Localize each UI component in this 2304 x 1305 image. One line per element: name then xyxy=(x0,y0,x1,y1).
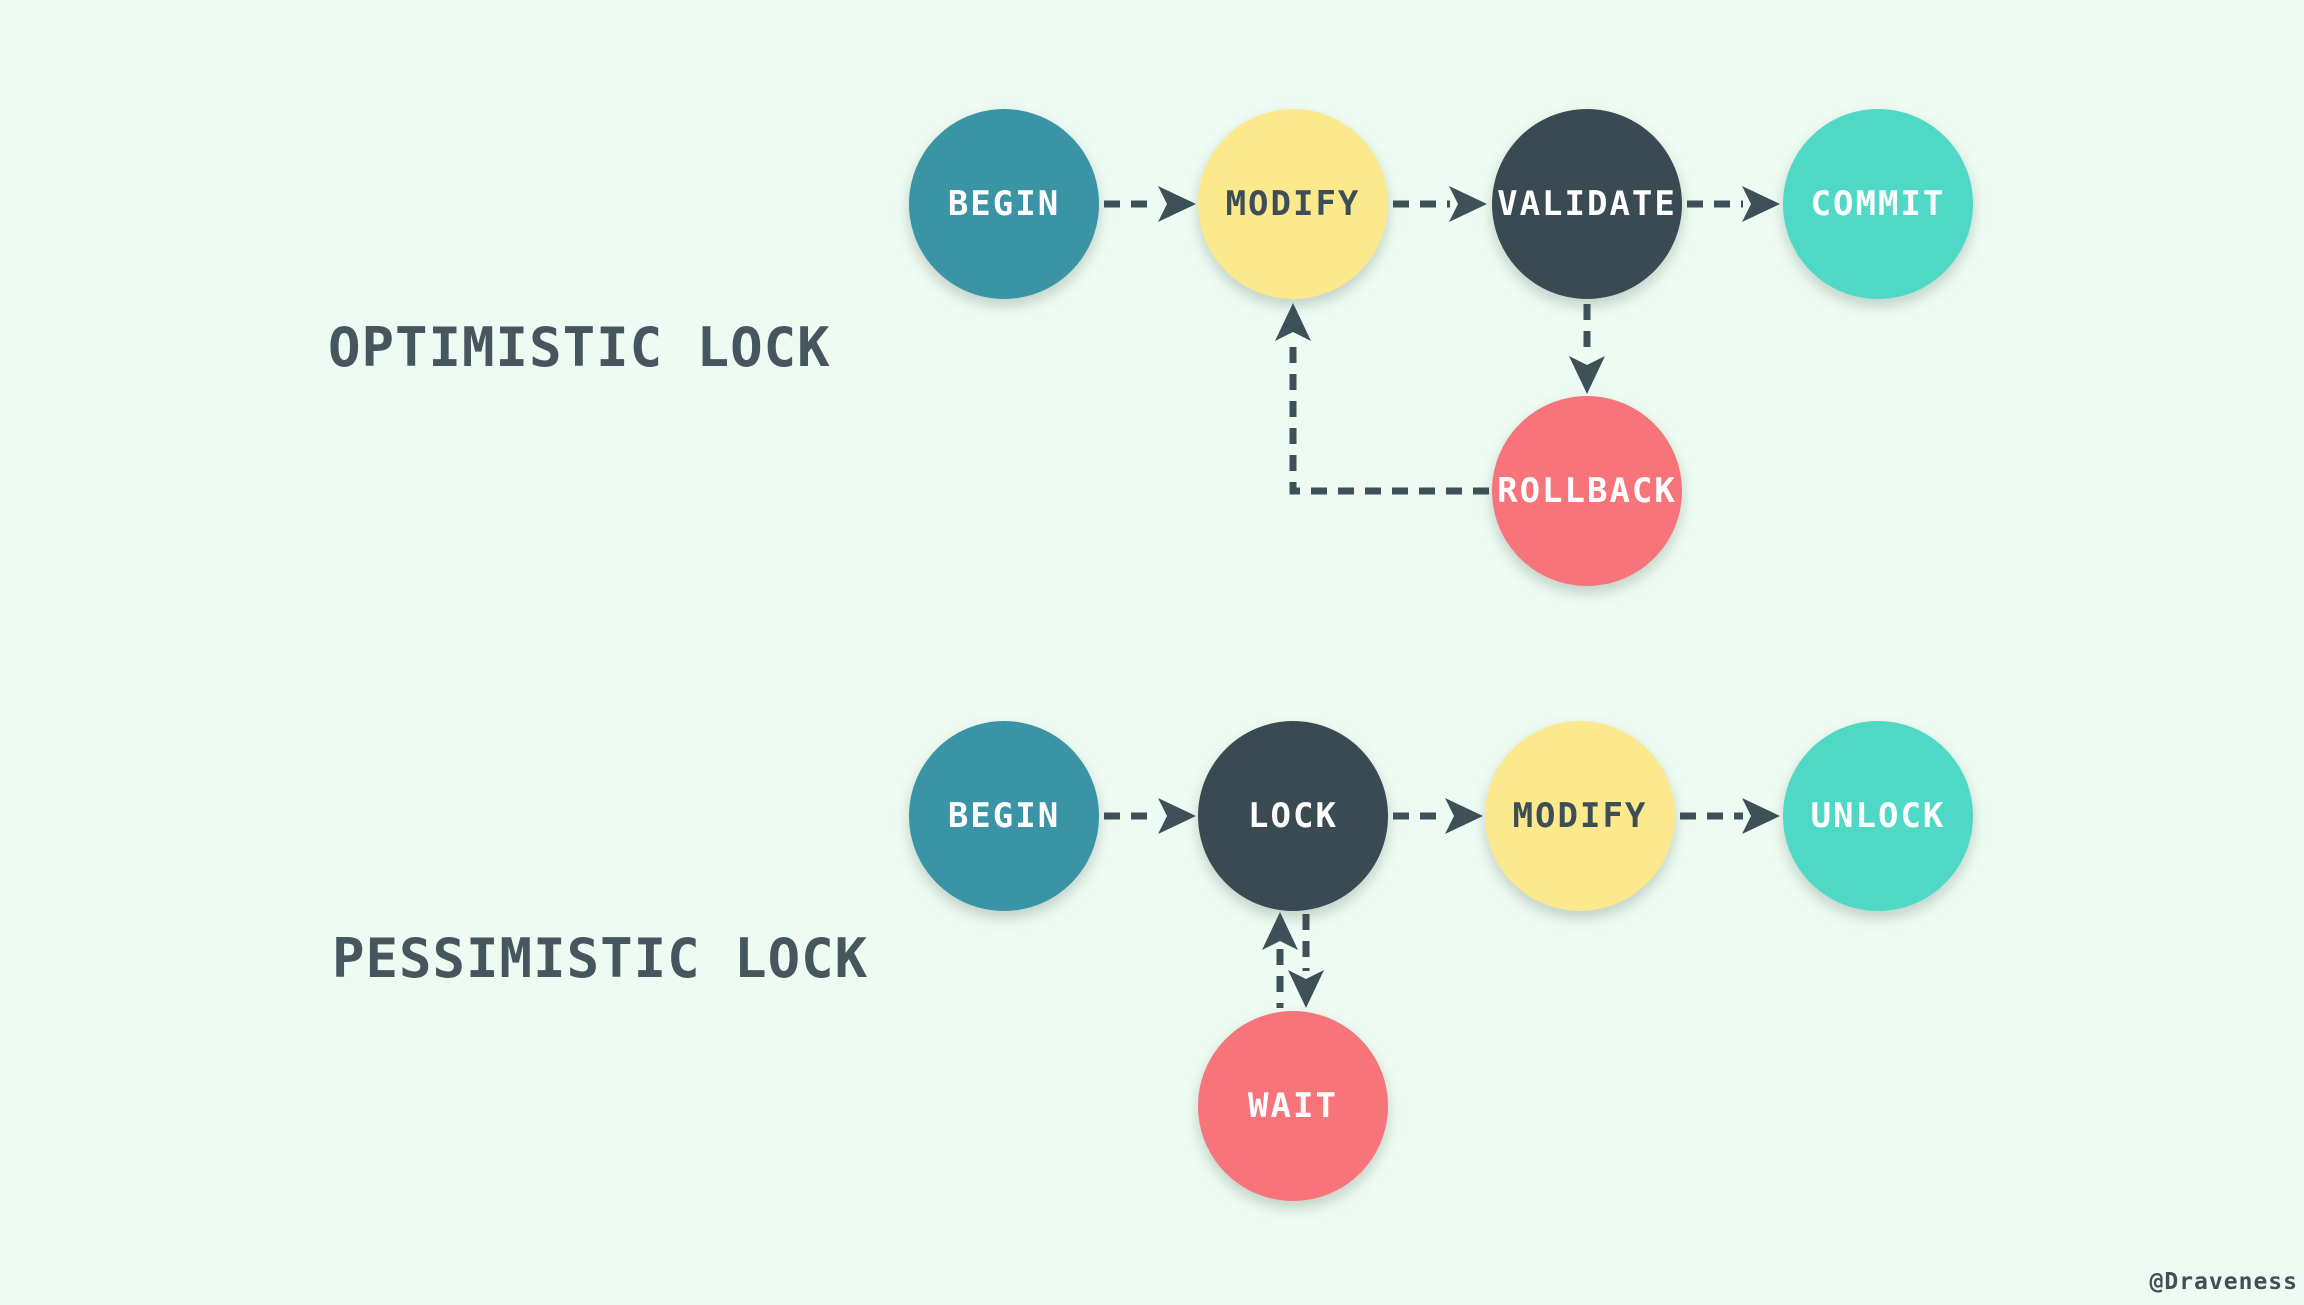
section-title-pessimistic: PESSIMISTIC LOCK xyxy=(332,927,869,990)
node-optimistic-modify: MODIFY xyxy=(1198,109,1388,299)
node-label: UNLOCK xyxy=(1810,796,1946,836)
node-pessimistic-lock: LOCK xyxy=(1198,721,1388,911)
edge-rollback-modify-line xyxy=(1289,340,1489,495)
node-optimistic-commit: COMMIT xyxy=(1783,109,1973,299)
watermark-credit: @Draveness xyxy=(2149,1269,2298,1295)
node-optimistic-begin: BEGIN xyxy=(909,109,1099,299)
node-label: VALIDATE xyxy=(1497,184,1677,224)
arrowhead-icon xyxy=(1158,186,1196,222)
arrowhead-icon xyxy=(1569,356,1605,394)
section-title-optimistic: OPTIMISTIC LOCK xyxy=(328,316,831,379)
arrowhead-icon xyxy=(1158,798,1196,834)
node-pessimistic-modify: MODIFY xyxy=(1485,721,1675,911)
node-optimistic-validate: VALIDATE xyxy=(1492,109,1682,299)
arrowhead-icon xyxy=(1742,186,1780,222)
node-label: COMMIT xyxy=(1810,184,1946,224)
node-pessimistic-begin: BEGIN xyxy=(909,721,1099,911)
node-optimistic-rollback: ROLLBACK xyxy=(1492,396,1682,586)
node-label: ROLLBACK xyxy=(1497,471,1677,511)
arrowhead-icon xyxy=(1449,186,1487,222)
arrowhead-icon xyxy=(1262,912,1298,950)
arrowhead-icon xyxy=(1742,798,1780,834)
node-label: BEGIN xyxy=(947,796,1061,836)
node-label: LOCK xyxy=(1248,796,1338,836)
node-pessimistic-unlock: UNLOCK xyxy=(1783,721,1973,911)
node-label: WAIT xyxy=(1248,1086,1338,1126)
arrowhead-icon xyxy=(1275,303,1311,341)
arrowhead-icon xyxy=(1445,798,1483,834)
node-pessimistic-wait: WAIT xyxy=(1198,1011,1388,1201)
arrowhead-icon xyxy=(1288,970,1324,1008)
node-label: MODIFY xyxy=(1512,796,1648,836)
node-label: BEGIN xyxy=(947,184,1061,224)
node-label: MODIFY xyxy=(1225,184,1361,224)
